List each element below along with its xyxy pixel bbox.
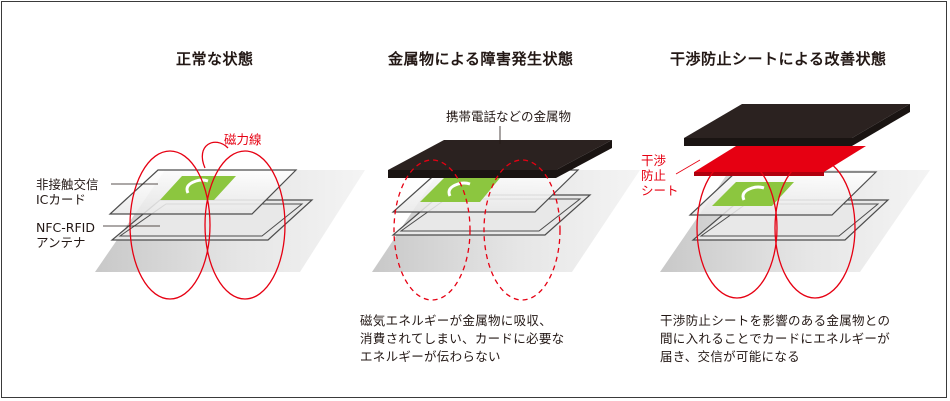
magnetic-field-lines	[129, 141, 286, 300]
panel-1-heading: 正常な状態	[176, 50, 254, 68]
panel-3-heading: 干渉防止シートによる改善状態	[670, 50, 887, 68]
sheet-label: 干渉 防止 シート	[641, 153, 679, 198]
card-chip-icon	[160, 176, 236, 200]
card-label: 非接触交信 ICカード	[36, 177, 99, 207]
panel-2-caption: 磁気エネルギーが金属物に吸収、 消費されてしまい、カードに必要な エネルギーが伝…	[360, 312, 564, 366]
panel-2-scene	[372, 126, 640, 301]
antenna-label-line: NFC-RFID	[36, 220, 95, 235]
card-chip-icon	[420, 178, 500, 202]
panel-3-scene	[660, 104, 930, 299]
card-label-line: ICカード	[36, 192, 86, 207]
caption-line: 届き、交信が可能になる	[660, 349, 800, 364]
card-label-line: 非接触交信	[36, 177, 99, 192]
antenna-label-line: アンテナ	[36, 235, 86, 250]
panel-1-scene	[95, 141, 365, 300]
field-label: 磁力線	[224, 132, 262, 147]
caption-line: 消費されてしまい、カードに必要な	[360, 331, 565, 346]
metal-object	[684, 104, 910, 146]
shielding-sheet	[694, 146, 866, 176]
magnetic-field-lines	[696, 157, 856, 299]
caption-line: 間に入れることでカードにエネルギーが	[660, 331, 891, 346]
sheet-label-line: 防止	[641, 168, 667, 183]
sheet-label-line: 干渉	[641, 153, 667, 168]
sheet-leader-line	[675, 159, 701, 175]
panel-3-caption: 干渉防止シートを影響のある金属物との 間に入れることでカードにエネルギーが 届き…	[660, 312, 890, 366]
weakened-field-lines	[393, 159, 561, 301]
panel-2-heading: 金属物による障害発生状態	[388, 50, 574, 68]
antenna-frame-inner	[118, 203, 304, 237]
metal-object	[388, 140, 612, 178]
antenna-label: NFC-RFID アンテナ	[36, 220, 95, 250]
caption-line: 干渉防止シートを影響のある金属物との	[660, 313, 891, 328]
metal-label: 携帯電話などの金属物	[446, 109, 572, 124]
caption-line: エネルギーが伝わらない	[360, 349, 501, 364]
sheet-label-line: シート	[641, 183, 679, 198]
caption-line: 磁気エネルギーが金属物に吸収、	[360, 313, 553, 328]
